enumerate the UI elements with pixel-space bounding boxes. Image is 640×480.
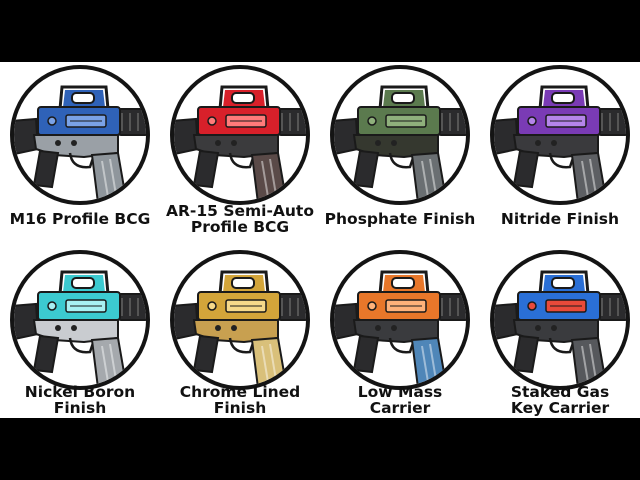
label-line-2: Finish — [213, 399, 267, 417]
trigger-guard-shape — [548, 152, 576, 169]
rifle-image-circle — [490, 65, 630, 205]
label-line-1: Staked Gas — [510, 383, 610, 401]
pistol-grip-shape — [32, 334, 60, 374]
magazine-shape — [410, 151, 448, 201]
trigger-guard-shape — [68, 152, 96, 169]
magazine-shape — [570, 336, 608, 386]
item-label: Nickel Boron Finish — [0, 384, 160, 416]
pistol-grip-shape — [32, 149, 60, 189]
rifle-icon — [174, 85, 306, 201]
rifle-image-circle — [10, 65, 150, 205]
rifle-icon — [334, 270, 466, 386]
pistol-grip-shape — [352, 149, 380, 189]
item-label: Nitride Finish — [480, 211, 640, 227]
rifle-image-circle — [330, 65, 470, 205]
label-line-1: AR-15 Semi-Auto — [166, 202, 314, 220]
item-label: AR-15 Semi-Auto Profile BCG — [160, 203, 320, 235]
item-label: Staked Gas Key Carrier — [480, 384, 640, 416]
label-line-1: Phosphate Finish — [324, 210, 476, 228]
rifle-image-circle — [170, 250, 310, 390]
pistol-grip-shape — [512, 334, 540, 374]
carry-handle-shape — [218, 270, 270, 295]
magazine-shape — [250, 336, 288, 386]
carry-handle-shape — [378, 85, 430, 110]
item-label: Low Mass Carrier — [320, 384, 480, 416]
carry-handle-shape — [58, 85, 110, 110]
rifle-icon — [14, 270, 146, 386]
item-label: Phosphate Finish — [320, 211, 480, 227]
label-line-1: Low Mass — [357, 383, 443, 401]
label-line-1: M16 Profile BCG — [9, 210, 151, 228]
trigger-guard-shape — [548, 337, 576, 354]
item-label: M16 Profile BCG — [0, 211, 160, 227]
label-line-1: Chrome Lined — [179, 383, 301, 401]
rifle-icon — [494, 270, 626, 386]
rifle-icon — [334, 85, 466, 201]
rifle-image-circle — [10, 250, 150, 390]
trigger-guard-shape — [388, 337, 416, 354]
magazine-shape — [90, 336, 128, 386]
rifle-image-circle — [330, 250, 470, 390]
rifle-icon — [174, 270, 306, 386]
trigger-guard-shape — [228, 337, 256, 354]
label-line-2: Finish — [53, 399, 107, 417]
magazine-shape — [90, 151, 128, 201]
rifle-icon — [14, 85, 146, 201]
trigger-guard-shape — [388, 152, 416, 169]
magazine-shape — [410, 336, 448, 386]
pistol-grip-shape — [192, 334, 220, 374]
carry-handle-shape — [538, 85, 590, 110]
rifle-image-circle — [170, 65, 310, 205]
carry-handle-shape — [218, 85, 270, 110]
pistol-grip-shape — [352, 334, 380, 374]
magazine-shape — [250, 151, 288, 201]
magazine-shape — [570, 151, 608, 201]
carry-handle-shape — [58, 270, 110, 295]
item-label: Chrome Lined Finish — [160, 384, 320, 416]
label-line-2: Key Carrier — [510, 399, 610, 417]
carry-handle-shape — [378, 270, 430, 295]
pistol-grip-shape — [512, 149, 540, 189]
label-line-2: Carrier — [369, 399, 431, 417]
label-line-1: Nickel Boron — [24, 383, 136, 401]
pistol-grip-shape — [192, 149, 220, 189]
carry-handle-shape — [538, 270, 590, 295]
label-line-2: Profile BCG — [190, 218, 290, 236]
trigger-guard-shape — [228, 152, 256, 169]
rifle-image-circle — [490, 250, 630, 390]
trigger-guard-shape — [68, 337, 96, 354]
rifle-icon — [494, 85, 626, 201]
label-line-1: Nitride Finish — [500, 210, 620, 228]
